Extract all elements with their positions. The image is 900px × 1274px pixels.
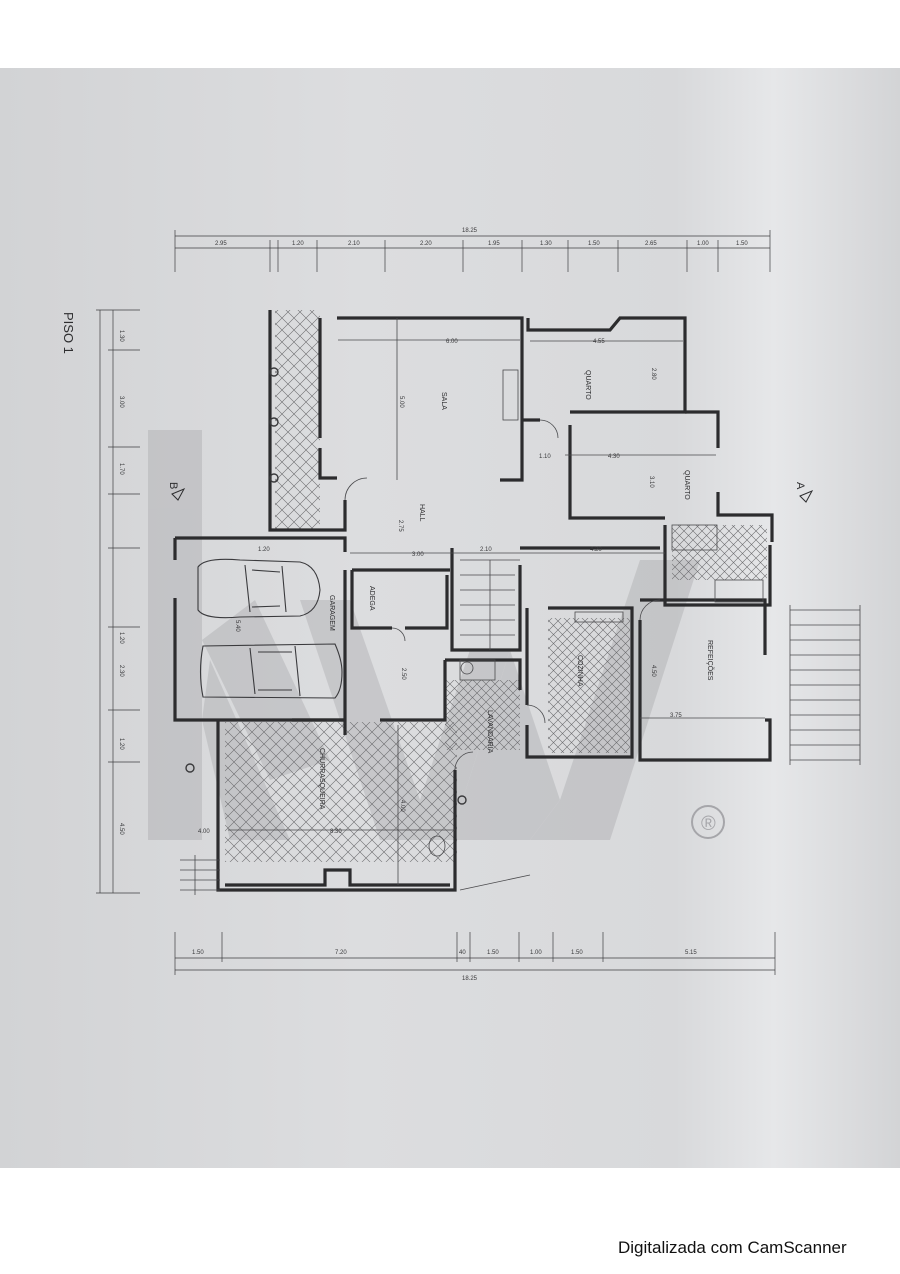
room-hall: HALL bbox=[418, 504, 425, 522]
bottom-dim-7: 5.15 bbox=[685, 950, 697, 956]
sheet-title: PISO 1 bbox=[61, 312, 76, 354]
dim-w3: 1.20 bbox=[258, 547, 270, 553]
dim-sala-w: 6.00 bbox=[446, 339, 458, 345]
dim-quarto1-w: 4.55 bbox=[593, 339, 605, 345]
top-dim-6: 1.30 bbox=[540, 241, 552, 247]
car-bottom bbox=[199, 643, 343, 699]
dim-adega: 2.50 bbox=[400, 668, 406, 680]
top-dim-4: 2.20 bbox=[420, 241, 432, 247]
left-dim-1: 1.30 bbox=[118, 330, 124, 342]
churrasqueira-hatch bbox=[225, 722, 457, 862]
room-churrasqueira: CHURRASQUEIRA bbox=[318, 748, 325, 810]
scanned-sheet bbox=[0, 68, 900, 1168]
dim-quarto1-h: 2.80 bbox=[650, 368, 656, 380]
room-quarto-2: QUARTO bbox=[683, 470, 690, 500]
interior-lines bbox=[180, 318, 861, 895]
room-lavandaria: LAVANDARIA bbox=[486, 710, 493, 754]
left-dimension-chain: 1.30 3.00 1.70 1.20 2.30 1.20 4.50 bbox=[96, 309, 140, 894]
room-dimensions: 6.00 5.00 4.55 2.80 4.30 3.10 2.75 3.00 … bbox=[198, 339, 682, 835]
top-dimension-chain: 18.25 2.95 1.20 2.10 2.20 1.95 1.30 1.50… bbox=[174, 228, 771, 272]
dim-garagem: 5.40 bbox=[234, 620, 240, 632]
room-refeicoes: REFEIÇÕES bbox=[706, 640, 715, 681]
dim-churr-h: 4.00 bbox=[399, 800, 405, 812]
car-top bbox=[197, 558, 321, 619]
bottom-dim-3: 40 bbox=[459, 950, 466, 956]
top-dim-3: 2.10 bbox=[348, 241, 360, 247]
left-dim-2: 3.00 bbox=[118, 396, 124, 408]
top-dim-1: 2.95 bbox=[215, 241, 227, 247]
top-dim-5: 1.95 bbox=[488, 241, 500, 247]
dim-sala-h: 5.00 bbox=[398, 396, 404, 408]
dim-quarto2-h: 3.10 bbox=[648, 476, 654, 488]
bottom-dimension-chain: 1.50 7.20 40 1.50 1.00 1.50 5.15 18.25 bbox=[174, 932, 776, 982]
left-dim-4: 1.20 bbox=[118, 632, 124, 644]
bottom-total-dim: 18.25 bbox=[462, 976, 478, 982]
bottom-dim-5: 1.00 bbox=[530, 950, 542, 956]
room-adega: ADEGA bbox=[368, 586, 375, 611]
left-dim-7: 4.50 bbox=[118, 823, 124, 835]
bottom-dim-1: 1.50 bbox=[192, 950, 204, 956]
terrace-hatch bbox=[275, 310, 320, 530]
top-total-dim: 18.25 bbox=[462, 228, 478, 234]
bottom-dim-6: 1.50 bbox=[571, 950, 583, 956]
hatched-floors bbox=[225, 310, 767, 862]
dim-quarto2-w: 4.30 bbox=[608, 454, 620, 460]
section-a-label: A bbox=[794, 482, 806, 490]
top-dim-7: 1.50 bbox=[588, 241, 600, 247]
bottom-dim-4: 1.50 bbox=[487, 950, 499, 956]
bottom-dim-2: 7.20 bbox=[335, 950, 347, 956]
dim-w1: 1.10 bbox=[539, 454, 551, 460]
room-cozinha: COZINHA bbox=[576, 655, 583, 687]
room-garagem: GARAGEM bbox=[328, 595, 335, 631]
bathroom-hatch bbox=[672, 525, 767, 580]
top-dim-9: 1.00 bbox=[697, 241, 709, 247]
section-marker-a: A bbox=[794, 482, 814, 503]
dim-churr-w: 8.30 bbox=[330, 829, 342, 835]
registered-symbol: ® bbox=[701, 813, 716, 835]
left-dim-3: 1.70 bbox=[118, 463, 124, 475]
room-sala: SALA bbox=[440, 392, 447, 410]
cozinha-hatch bbox=[548, 618, 630, 753]
left-dim-6: 1.20 bbox=[118, 738, 124, 750]
walls bbox=[173, 310, 774, 892]
top-dim-10: 1.50 bbox=[736, 241, 748, 247]
dim-w2: 2.10 bbox=[480, 547, 492, 553]
top-dim-8: 2.65 bbox=[645, 241, 657, 247]
dim-hall-w2: 4.20 bbox=[590, 547, 602, 553]
section-b-label: B bbox=[167, 482, 179, 489]
left-dim-5: 2.30 bbox=[118, 665, 124, 677]
dim-refeicoes-h: 4.50 bbox=[650, 665, 656, 677]
dim-refeicoes-w: 3.75 bbox=[670, 713, 682, 719]
dim-w4: 4.00 bbox=[198, 829, 210, 835]
section-marker-b: B bbox=[167, 482, 186, 501]
top-dim-2: 1.20 bbox=[292, 241, 304, 247]
registered-mark: ® bbox=[691, 805, 725, 839]
room-quarto-1: QUARTO bbox=[584, 370, 591, 400]
lavandaria-hatch bbox=[445, 680, 520, 750]
room-labels: SALA HALL QUARTO QUARTO GARAGEM ADEGA CO… bbox=[318, 370, 715, 810]
dim-hall-w: 3.00 bbox=[412, 552, 424, 558]
camscanner-footer: Digitalizada com CamScanner bbox=[618, 1238, 847, 1257]
dim-hall-h: 2.75 bbox=[397, 520, 403, 532]
